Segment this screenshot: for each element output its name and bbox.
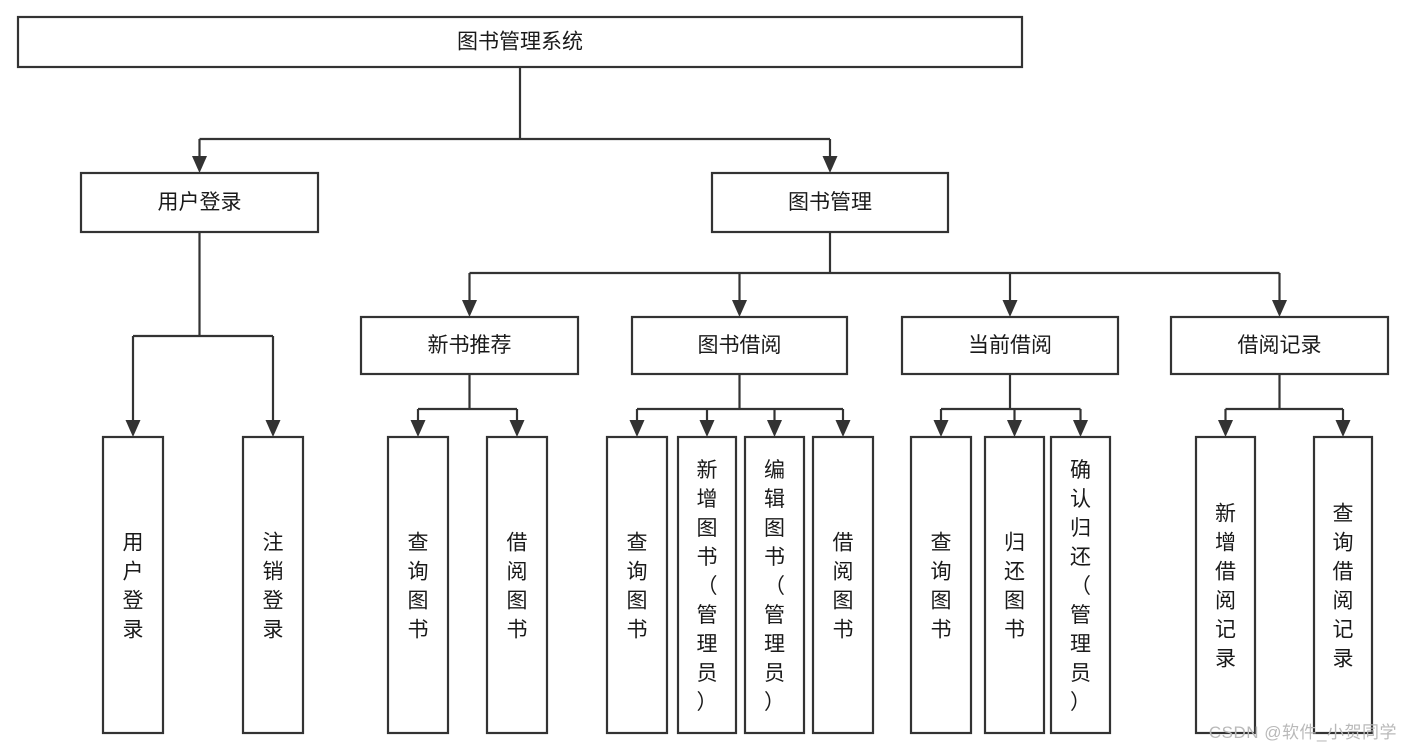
node-root[interactable]: 图书管理系统 (16, 15, 1024, 69)
node-box-leaf-query-book-current[interactable] (909, 435, 973, 735)
node-leaf-confirm-return[interactable]: 确认归还（管理员） (1049, 435, 1112, 735)
node-box-leaf-return-book[interactable] (983, 435, 1046, 735)
node-label-leaf-borrow-book: 借阅图书 (833, 532, 854, 642)
arrow-head-to-borrow-record (1272, 300, 1287, 317)
arrow-head-to-current-borrow (1002, 300, 1018, 317)
node-box-leaf-query-book-recommend[interactable] (386, 435, 450, 735)
node-user-login[interactable]: 用户登录 (79, 171, 320, 234)
arrow-head-to-leaf-return-book (1007, 420, 1022, 437)
node-label-leaf-query-book-current: 查询图书 (931, 532, 952, 642)
node-label-user-login: 用户登录 (158, 191, 242, 214)
arrow-head-to-new-book-recommend (462, 300, 477, 317)
node-leaf-borrow-book[interactable]: 借阅图书 (811, 435, 875, 735)
node-label-leaf-query-book-recommend: 查询图书 (408, 532, 429, 642)
node-box-borrow-record[interactable] (1169, 315, 1390, 376)
node-leaf-edit-book[interactable]: 编辑图书（管理员） (743, 435, 806, 735)
node-box-book-management[interactable] (710, 171, 950, 234)
node-box-leaf-add-borrow-record[interactable] (1194, 435, 1257, 735)
node-label-leaf-add-borrow-record: 新增借阅记录 (1215, 503, 1236, 671)
nodes-layer: 图书管理系统用户登录图书管理新书推荐图书借阅当前借阅借阅记录用户登录注销登录查询… (16, 15, 1390, 735)
arrow-head-to-leaf-edit-book (767, 420, 782, 437)
node-label-leaf-return-book: 归还图书 (1004, 532, 1025, 642)
node-label-new-book-recommend: 新书推荐 (428, 334, 512, 357)
arrow-head-to-leaf-borrow-book (835, 420, 851, 437)
node-box-leaf-user-login[interactable] (101, 435, 165, 735)
node-label-leaf-query-borrow-record: 查询借阅记录 (1333, 503, 1354, 671)
node-new-book-recommend[interactable]: 新书推荐 (359, 315, 580, 376)
node-leaf-user-login[interactable]: 用户登录 (101, 435, 165, 735)
node-label-book-management: 图书管理 (788, 191, 872, 214)
arrow-head-to-leaf-user-login (125, 420, 141, 437)
node-label-leaf-add-book: 新增图书（管理员） (697, 459, 718, 714)
node-box-root[interactable] (16, 15, 1024, 69)
node-box-leaf-borrow-book[interactable] (811, 435, 875, 735)
node-leaf-add-borrow-record[interactable]: 新增借阅记录 (1194, 435, 1257, 735)
arrow-head-to-leaf-confirm-return (1073, 420, 1088, 437)
arrow-head-to-leaf-add-borrow-record (1218, 420, 1233, 437)
node-box-book-borrow[interactable] (630, 315, 849, 376)
node-box-current-borrow[interactable] (900, 315, 1120, 376)
node-box-leaf-query-book-borrow[interactable] (605, 435, 669, 735)
node-label-borrow-record: 借阅记录 (1238, 334, 1322, 357)
arrow-head-to-leaf-logout (265, 420, 281, 437)
node-box-leaf-borrow-book-recommend[interactable] (485, 435, 549, 735)
arrow-head-to-leaf-query-borrow-record (1335, 420, 1351, 437)
node-box-user-login[interactable] (79, 171, 320, 234)
node-leaf-return-book[interactable]: 归还图书 (983, 435, 1046, 735)
csdn-watermark: CSDN @软件_小贺同学 (1208, 723, 1397, 742)
node-label-leaf-query-book-borrow: 查询图书 (627, 532, 648, 642)
node-label-leaf-logout: 注销登录 (263, 532, 284, 642)
arrow-head-to-leaf-query-book-borrow (629, 420, 645, 437)
node-leaf-query-book-borrow[interactable]: 查询图书 (605, 435, 669, 735)
node-label-current-borrow: 当前借阅 (968, 334, 1052, 357)
connectors-layer (125, 67, 1351, 437)
node-box-leaf-query-borrow-record[interactable] (1312, 435, 1374, 735)
node-leaf-query-book-current[interactable]: 查询图书 (909, 435, 973, 735)
node-box-leaf-logout[interactable] (241, 435, 305, 735)
node-box-leaf-add-book[interactable] (676, 435, 738, 735)
arrow-head-to-leaf-borrow-book-recommend (509, 420, 525, 437)
node-label-leaf-borrow-book-recommend: 借阅图书 (507, 532, 528, 642)
arrow-head-to-leaf-query-book-recommend (410, 420, 426, 437)
node-borrow-record[interactable]: 借阅记录 (1169, 315, 1390, 376)
node-leaf-logout[interactable]: 注销登录 (241, 435, 305, 735)
node-label-leaf-edit-book: 编辑图书（管理员） (764, 459, 785, 714)
node-leaf-query-book-recommend[interactable]: 查询图书 (386, 435, 450, 735)
arrow-head-to-leaf-query-book-current (933, 420, 949, 437)
node-leaf-borrow-book-recommend[interactable]: 借阅图书 (485, 435, 549, 735)
node-leaf-query-borrow-record[interactable]: 查询借阅记录 (1312, 435, 1374, 735)
node-leaf-add-book[interactable]: 新增图书（管理员） (676, 435, 738, 735)
node-label-leaf-user-login: 用户登录 (123, 532, 144, 642)
arrow-head-to-book-management (822, 156, 838, 173)
arrow-head-to-user-login (192, 156, 207, 173)
node-label-book-borrow: 图书借阅 (698, 334, 782, 357)
node-label-leaf-confirm-return: 确认归还（管理员） (1070, 459, 1091, 714)
arrow-head-to-leaf-add-book (699, 420, 715, 437)
node-label-root: 图书管理系统 (457, 31, 583, 54)
node-book-management[interactable]: 图书管理 (710, 171, 950, 234)
node-book-borrow[interactable]: 图书借阅 (630, 315, 849, 376)
arrow-head-to-book-borrow (732, 300, 747, 317)
node-box-new-book-recommend[interactable] (359, 315, 580, 376)
node-current-borrow[interactable]: 当前借阅 (900, 315, 1120, 376)
node-box-leaf-confirm-return[interactable] (1049, 435, 1112, 735)
node-box-leaf-edit-book[interactable] (743, 435, 806, 735)
